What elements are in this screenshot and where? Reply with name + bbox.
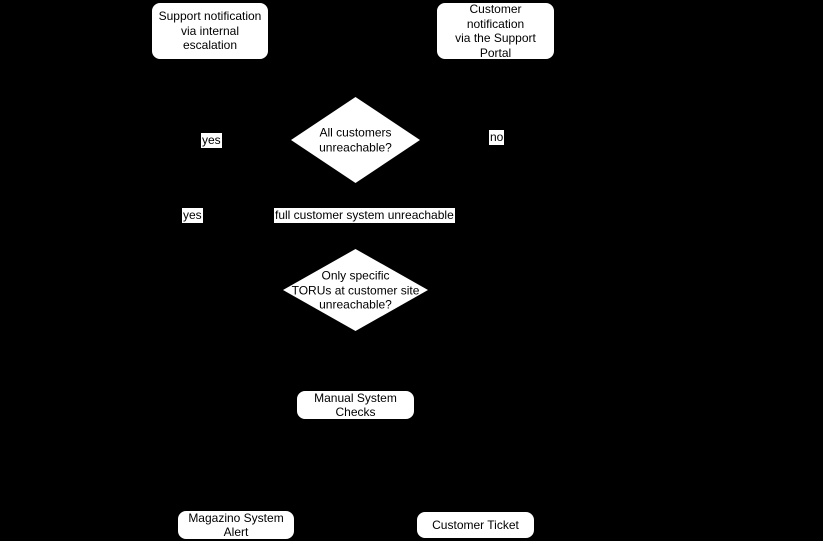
node-manual-system-checks[interactable]: Manual System Checks <box>296 390 415 420</box>
node-customer-ticket[interactable]: Customer Ticket <box>416 511 535 539</box>
node-decision-all-customers-unreachable-label: All customers unreachable? <box>319 125 392 155</box>
edge-label-yes-left-lower: yes <box>182 208 203 223</box>
edge-label-yes-left-upper: yes <box>201 133 222 148</box>
edge-label-no-right-upper: no <box>489 130 505 145</box>
node-support-notification[interactable]: Support notification via internal escala… <box>151 2 269 60</box>
node-customer-notification[interactable]: Customer notification via the Support Po… <box>436 2 555 60</box>
edge-label-full-customer-system-unreachable: full customer system unreachable <box>274 208 455 223</box>
node-magazino-system-alert[interactable]: Magazino System Alert <box>177 510 295 540</box>
node-decision-all-customers-unreachable[interactable]: All customers unreachable? <box>291 97 420 183</box>
node-decision-only-specific-torus-label: Only specific TORUs at customer site unr… <box>291 268 420 312</box>
node-decision-only-specific-torus[interactable]: Only specific TORUs at customer site unr… <box>283 249 428 331</box>
